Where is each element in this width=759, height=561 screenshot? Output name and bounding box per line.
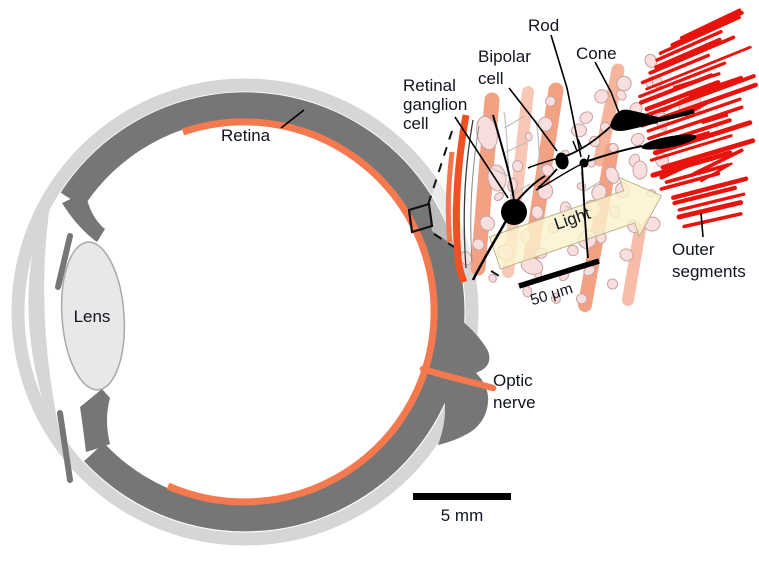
ganglion-label-line2: ganglion (403, 95, 467, 114)
inset-scale-label: 50 μm (528, 280, 574, 309)
optic-nerve-fibers (419, 365, 497, 392)
outer-segments-leader (700, 212, 704, 238)
iris-upper (55, 233, 73, 290)
bipolar-label-line1: Bipolar (478, 47, 531, 66)
main-scale-label: 5 mm (441, 506, 484, 525)
bipolar-label-line2: cell (478, 69, 504, 88)
leader-lines (280, 34, 704, 238)
sclera-ring (11, 78, 479, 546)
retina-leader (280, 109, 305, 129)
ciliary-body-lower (80, 389, 110, 452)
zoom-dashed-line-upper (427, 130, 453, 206)
retina-inset: Light (445, 8, 758, 312)
ciliary-body-upper (62, 190, 105, 242)
ganglion-leader (454, 116, 509, 199)
retina-layer (166, 118, 438, 506)
ganglion-label-line3: cell (403, 114, 429, 133)
cone-label: Cone (576, 44, 617, 63)
rod-label: Rod (528, 16, 559, 35)
ganglion-label-line1: Retinal (403, 76, 456, 95)
zoom-sample-square (407, 202, 434, 234)
ganglion-cell-body (501, 199, 527, 225)
labels: Retina Lens Optic nerve Retinal ganglion… (74, 16, 746, 412)
optic-nerve-label-line2: nerve (493, 393, 536, 412)
choroid-ring (60, 92, 465, 532)
retinal-neurons (471, 108, 697, 281)
nerve-fiber-layer (445, 114, 480, 284)
cone-cell (610, 109, 658, 131)
iris-lower (57, 410, 73, 483)
lens-label: Lens (74, 307, 111, 326)
cone-leader (594, 61, 622, 119)
main-scale-bar: 5 mm (413, 493, 511, 525)
eye-cross-section (11, 78, 497, 546)
optic-nerve-head (429, 302, 490, 445)
outer-segments-label-line1: Outer (672, 240, 715, 259)
optic-nerve-label-line1: Optic (493, 371, 533, 390)
rod-leader (550, 34, 582, 158)
photoreceptor-outer-segments (638, 8, 758, 229)
lens (60, 241, 126, 391)
outer-segments-label-line2: segments (672, 262, 746, 281)
bipolar-leader (508, 87, 558, 152)
rod-cell (641, 134, 697, 150)
retina-label: Retina (221, 126, 271, 145)
cornea (28, 175, 68, 468)
rod-spherule (579, 158, 589, 168)
